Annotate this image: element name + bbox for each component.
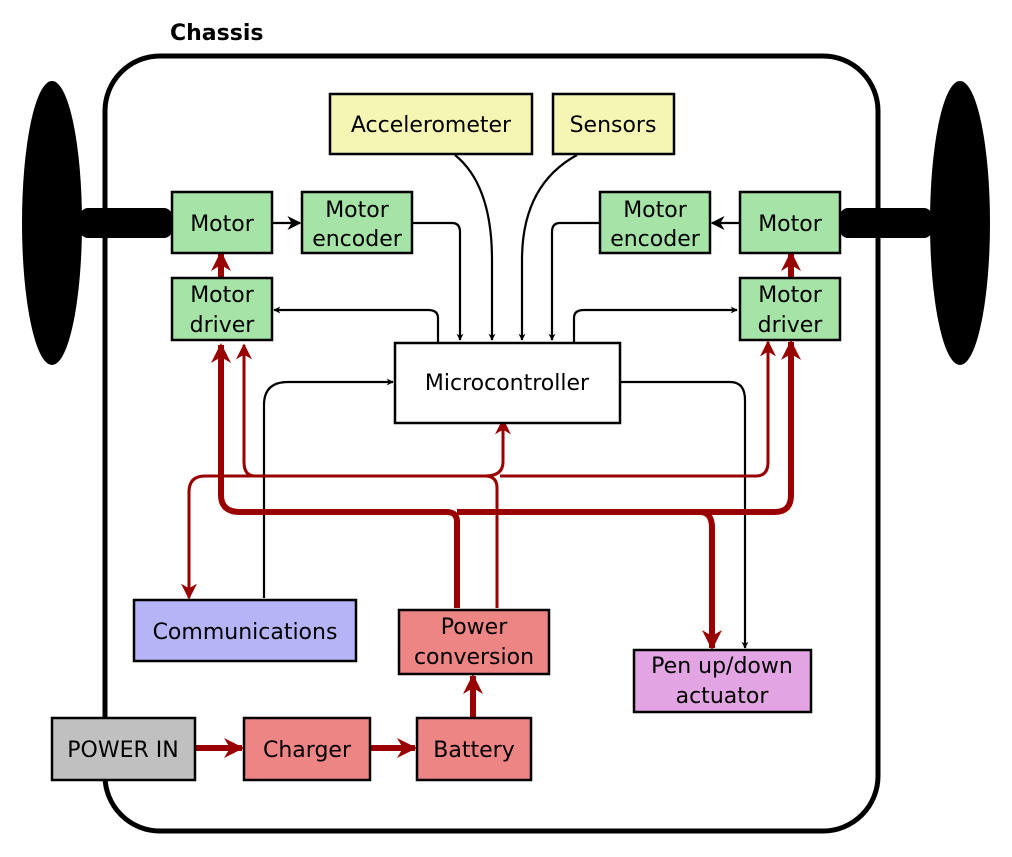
sensors-to-micro [518, 154, 578, 341]
micro-to-driver-right [572, 306, 738, 343]
logic-power-comm [181, 474, 300, 600]
signal-lines [262, 154, 749, 649]
block-battery: Battery [415, 716, 533, 782]
motor-right-label: Motor [758, 212, 823, 237]
driver-right-label-1: Motor [758, 283, 823, 308]
left-wheel [22, 81, 82, 365]
encoder-right-label-2: encoder [610, 227, 701, 252]
block-microcontroller: Microcontroller [393, 341, 622, 425]
power-to-left-drivers [211, 343, 460, 608]
encoder-left-label-1: Motor [325, 198, 390, 223]
micro-to-pen [620, 380, 749, 649]
block-accelerometer: Accelerometer [328, 92, 534, 156]
block-encoder-left: Motor encoder [300, 190, 414, 255]
chassis-outline [102, 53, 881, 834]
driver-left-label-2: driver [190, 313, 256, 338]
right-axle [840, 208, 932, 238]
block-power-conversion: Power conversion [397, 608, 551, 676]
comm-micro-link [262, 378, 394, 598]
communications-label: Communications [153, 620, 338, 645]
charger-label: Charger [263, 738, 352, 763]
micro-to-driver-left [273, 306, 440, 343]
power-lines [181, 251, 801, 758]
power-in-label: POWER IN [67, 738, 178, 763]
encoder-left-label-2: encoder [312, 227, 403, 252]
power-conversion-label-2: conversion [414, 645, 534, 670]
block-communications: Communications [132, 598, 358, 663]
driver-right-label-2: driver [758, 313, 824, 338]
block-driver-left: Motor driver [170, 276, 274, 342]
power-to-right-driver [690, 340, 801, 515]
encoder-right-to-micro [548, 221, 600, 341]
driver-left-label-1: Motor [190, 283, 255, 308]
accelerometer-label: Accelerometer [351, 113, 512, 138]
right-wheel [930, 81, 990, 365]
block-sensors: Sensors [551, 92, 676, 156]
block-motor-right: Motor [738, 190, 842, 255]
chassis-title: Chassis [170, 21, 263, 46]
block-power-in: POWER IN [50, 716, 197, 782]
logic-power-left-driver [236, 343, 499, 608]
sensors-label: Sensors [570, 113, 657, 138]
encoder-right-label-1: Motor [623, 198, 688, 223]
logic-power-right-driver [500, 340, 776, 478]
pen-actuator-label-1: Pen up/down [651, 654, 793, 679]
block-charger: Charger [242, 716, 372, 782]
left-axle [80, 208, 172, 238]
block-encoder-right: Motor encoder [598, 190, 712, 255]
encoder-left-to-micro [412, 221, 464, 341]
battery-label: Battery [433, 738, 514, 763]
motor-left-label: Motor [190, 212, 255, 237]
power-conversion-label-1: Power [441, 615, 508, 640]
microcontroller-label: Microcontroller [425, 371, 590, 396]
block-pen-actuator: Pen up/down actuator [632, 648, 813, 714]
block-driver-right: Motor driver [738, 276, 842, 342]
block-motor-left: Motor [170, 190, 274, 255]
accelerometer-to-micro [454, 154, 496, 341]
logic-power-micro [484, 418, 511, 478]
pen-actuator-label-2: actuator [676, 684, 770, 709]
